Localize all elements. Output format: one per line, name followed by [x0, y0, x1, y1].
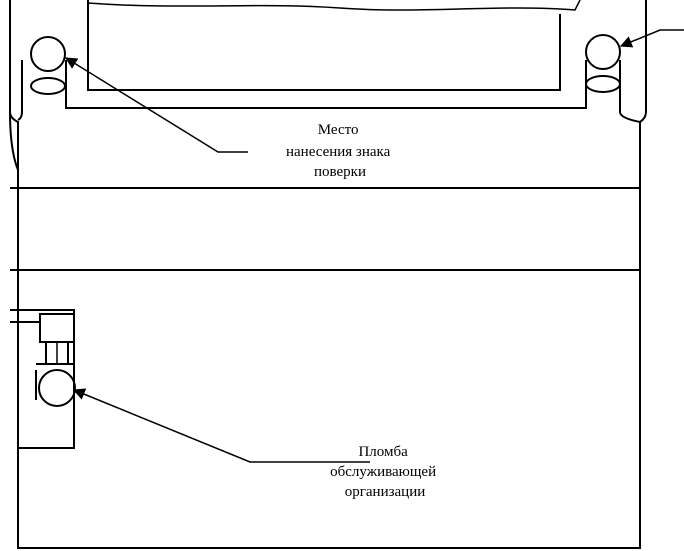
service-seal	[38, 369, 76, 407]
service-seal-label: Пломба обслуживающей организации	[330, 444, 440, 500]
verification-seal-right	[585, 34, 641, 123]
terminal-block	[10, 309, 76, 449]
window-top-edge	[87, 0, 581, 11]
housing-shoulder-left	[9, 111, 19, 171]
verification-label: Место нанесения знака поверки	[286, 122, 394, 180]
arrow-verification-left	[64, 57, 248, 153]
arrow-service-seal	[72, 388, 370, 463]
cover-rail	[65, 60, 587, 109]
verification-seal-left	[17, 36, 67, 121]
arrow-verification-right	[619, 29, 684, 48]
meter-window	[87, 0, 561, 91]
